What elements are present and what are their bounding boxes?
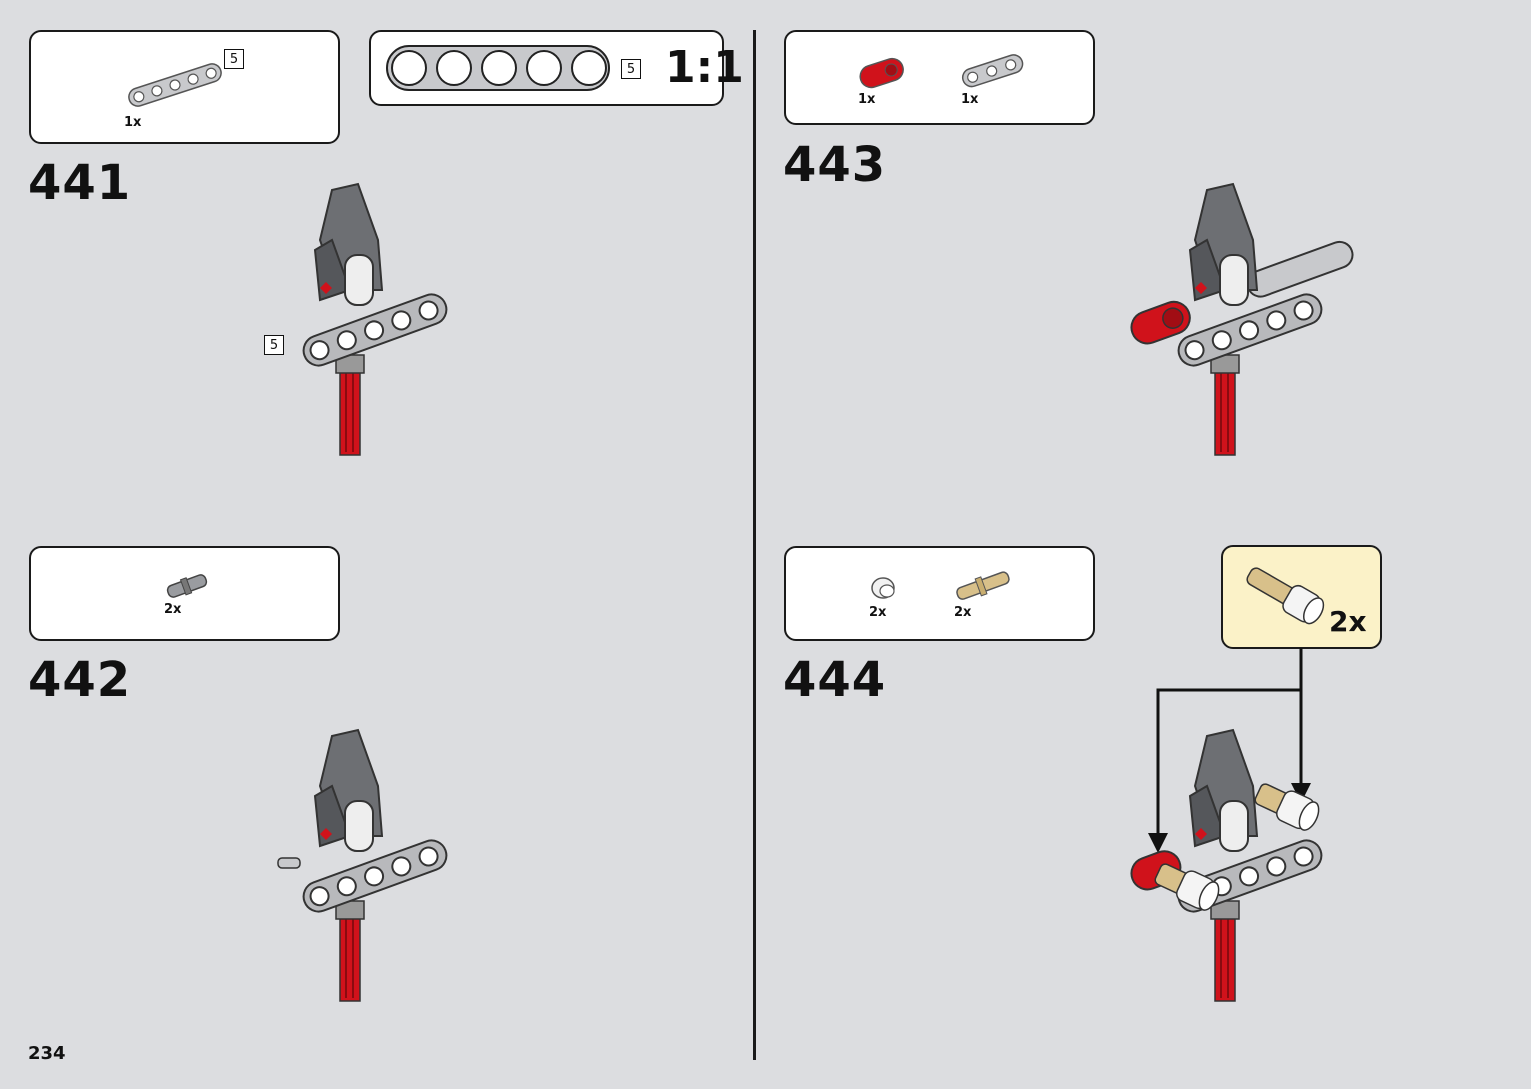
parts-callout-442: 2x	[29, 546, 340, 641]
beam-5-part-icon	[128, 63, 222, 107]
placement-arrows	[1148, 648, 1311, 853]
sub-assembly-quantity: 2x	[1329, 605, 1367, 638]
page-divider	[753, 30, 756, 1060]
step-number-444: 444	[783, 652, 887, 708]
assembly-441-illustration	[302, 182, 448, 456]
ruler-beam-icon	[386, 45, 610, 91]
part-quantity: 2x	[164, 602, 182, 617]
parts-callout-441: 5 1x	[29, 30, 340, 144]
assembly-442-illustration	[277, 728, 448, 1002]
part-quantity: 1x	[961, 92, 979, 107]
assembly-444-illustration	[1130, 728, 1323, 1002]
ruler-length-indicator: 5	[621, 59, 641, 79]
scale-label: 1:1	[665, 42, 744, 93]
assembly-length-indicator: 5	[264, 335, 284, 355]
tan-axle-pin-part-icon	[956, 571, 1010, 600]
sub-assembly-icon	[1246, 567, 1325, 625]
part-quantity: 1x	[858, 92, 876, 107]
pin-part-icon	[166, 574, 208, 598]
part-quantity: 2x	[954, 605, 972, 620]
assembly-443-illustration	[1130, 182, 1354, 456]
sub-assembly-callout: 2x	[1221, 545, 1382, 649]
parts-callout-444: 2x 2x	[784, 546, 1095, 641]
step-number-441: 441	[28, 155, 132, 211]
length-indicator: 5	[224, 49, 244, 69]
part-quantity: 1x	[124, 115, 142, 130]
white-bush-part-icon	[871, 577, 895, 599]
page-number: 234	[28, 1043, 66, 1064]
step-number-443: 443	[783, 137, 887, 193]
parts-callout-443: 1x 1x	[784, 30, 1095, 125]
part-quantity: 2x	[869, 605, 887, 620]
step-number-442: 442	[28, 652, 132, 708]
ruler-callout: 5 1:1	[369, 30, 744, 106]
red-connector-part-icon	[859, 57, 904, 89]
beam-3-part-icon	[961, 54, 1024, 88]
